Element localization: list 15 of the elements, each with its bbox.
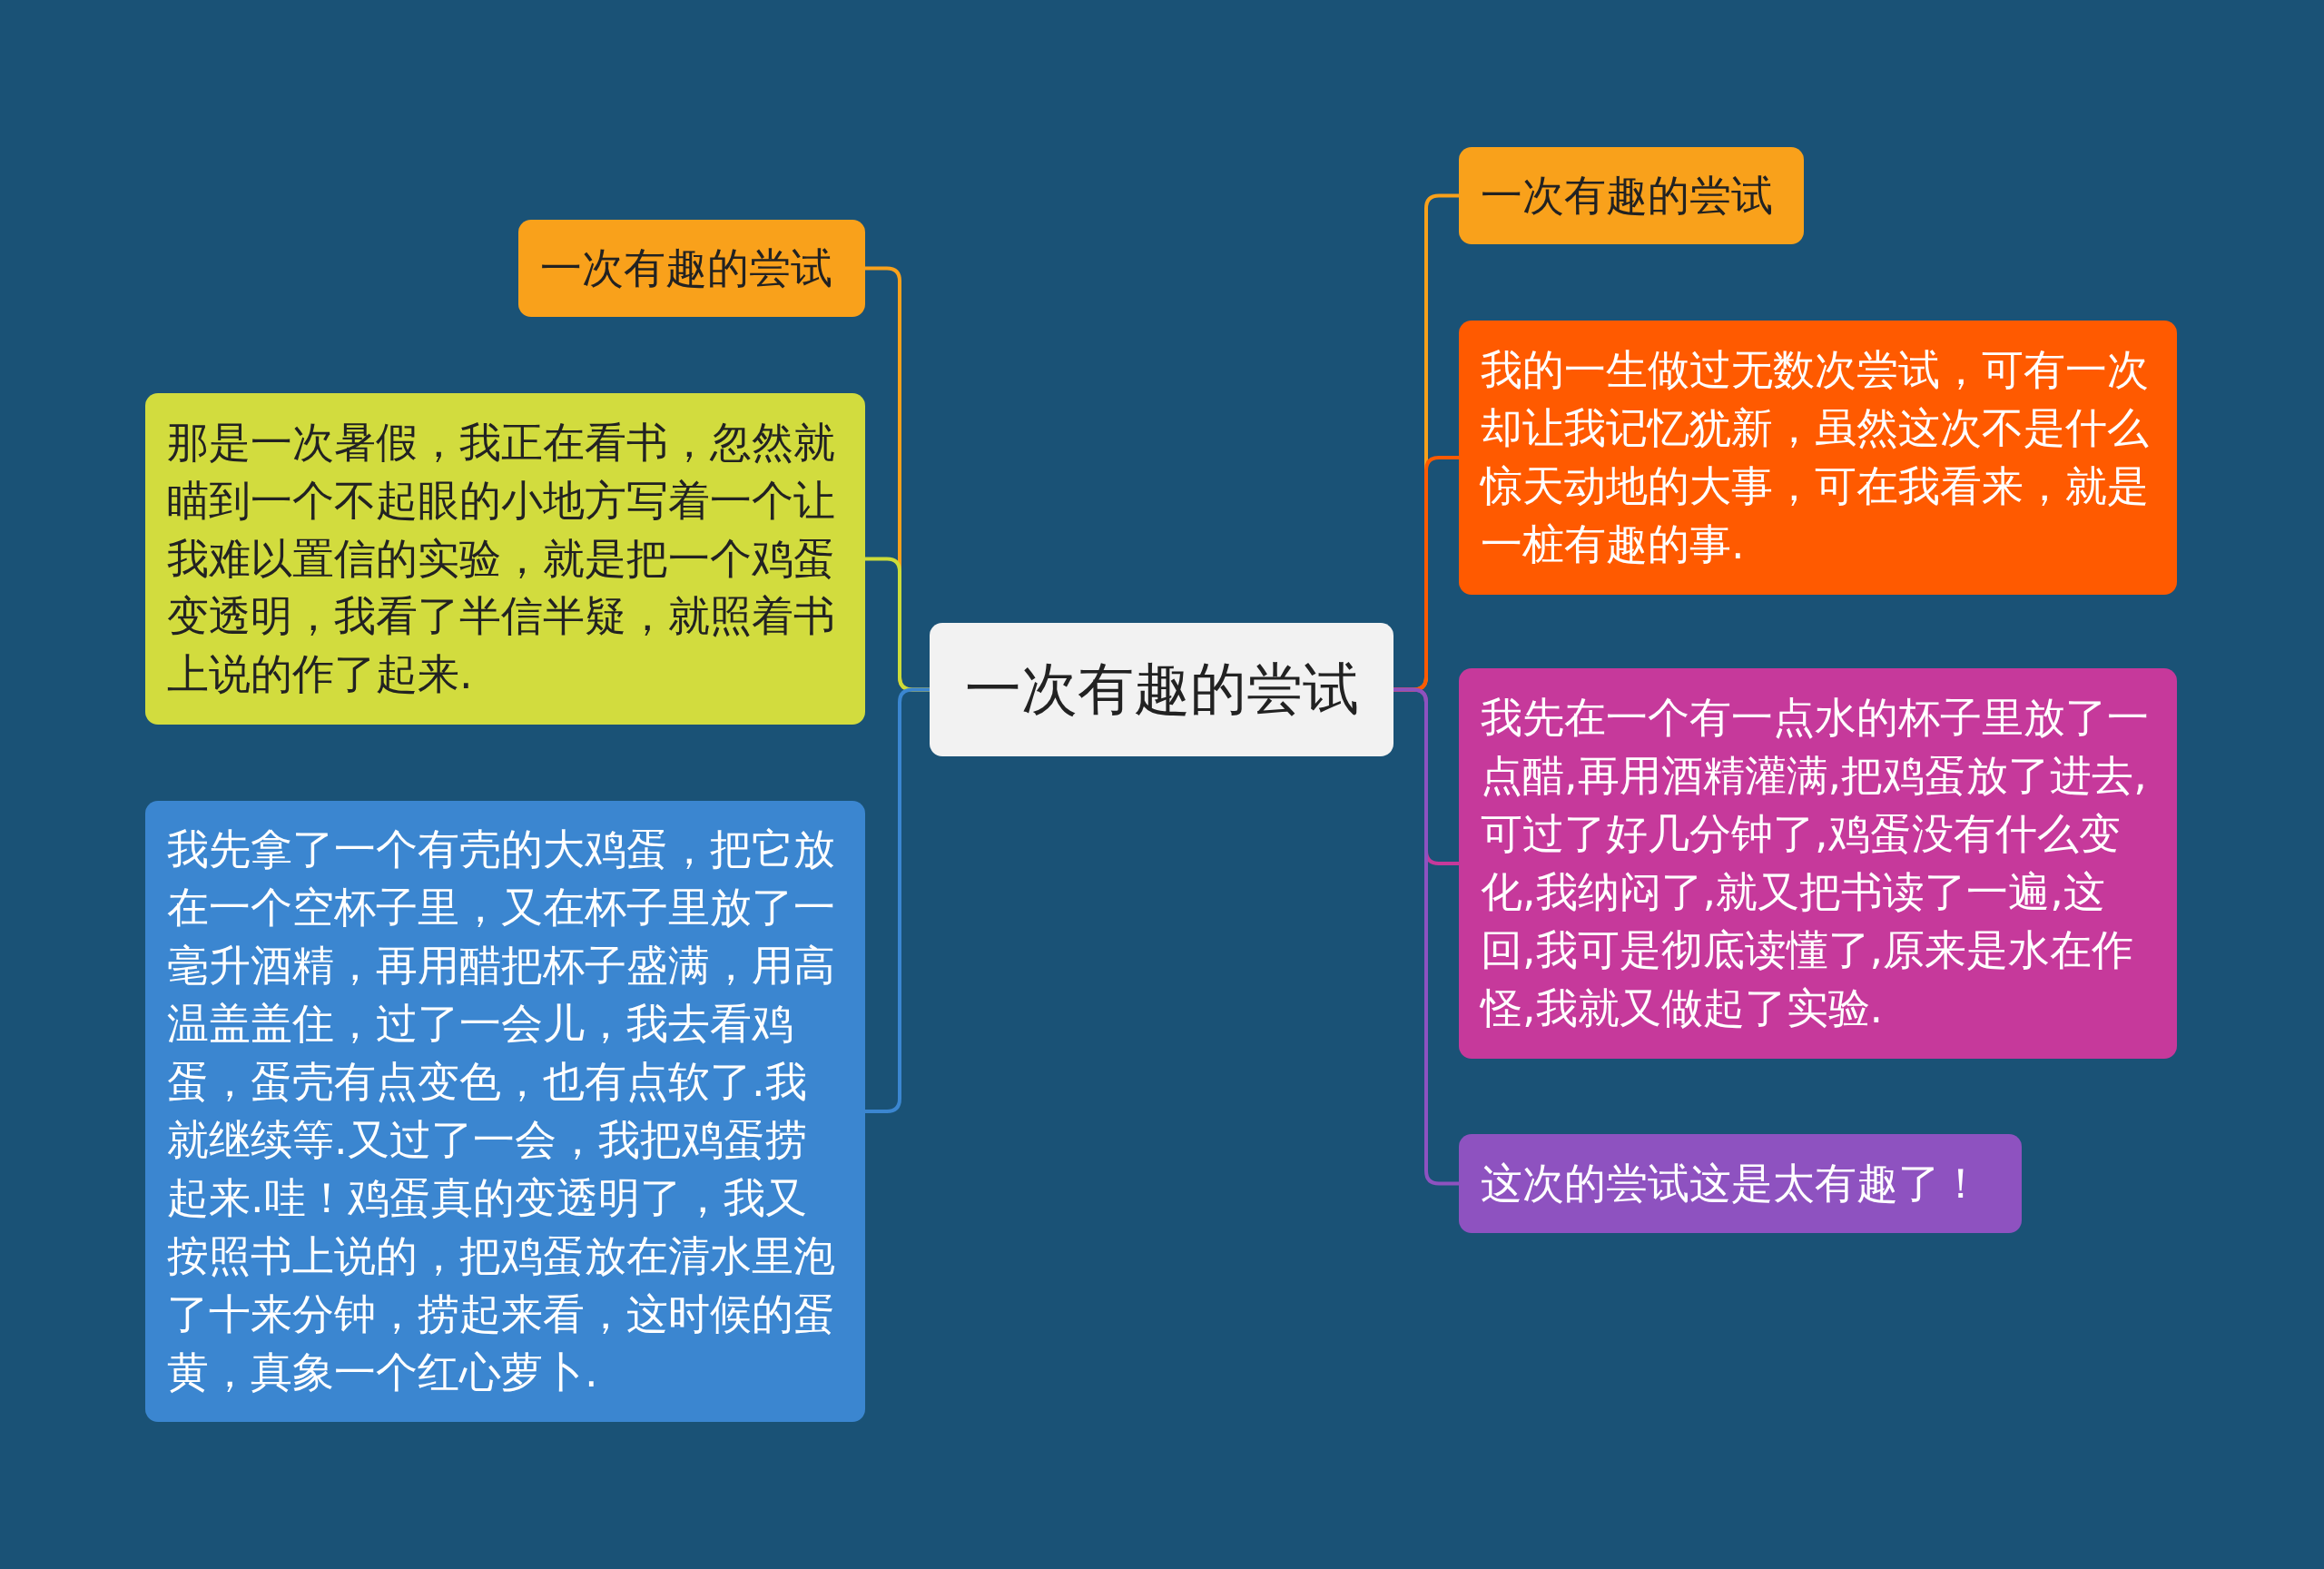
topic-box (518, 220, 865, 317)
topic-text: 我先拿了一个有壳的大鸡蛋，把它放在一个空杯子里，又在杯子里放了一毫升酒精，再用醋把杯子盛满，用高温盖盖住，过了一会儿，我去看鸡蛋，蛋壳有点变色，也有点软了.我就继续等.又过了一会，我把鸡蛋捞起来.哇！鸡蛋真的变透明了，我又按照书上说的，把鸡蛋放在清水里泡了十来分钟，捞起来看，这时候的蛋黄，真象一个红心萝卜. (167, 824, 836, 1398)
topic-text: 这次的尝试这是太有趣了！ (1481, 1157, 1982, 1209)
topic-text: 一次有趣的尝试 (1481, 169, 1773, 222)
topic-box (1459, 668, 2177, 1059)
topic-box (1459, 1134, 2022, 1233)
topic-text: 一次有趣的尝试 (964, 655, 1359, 725)
central-topic-box (930, 623, 1393, 756)
topic-text: 那是一次暑假，我正在看书，忽然就瞄到一个不起眼的小地方写着一个让我难以置信的实验，就是把一个鸡蛋变透明，我看了半信半疑，就照着书上说的作了起来. (167, 416, 836, 701)
topic-text: 一次有趣的尝试 (540, 242, 832, 294)
topic-text: 我先在一个有一点水的杯子里放了一点醋,再用酒精灌满,把鸡蛋放了进去,可过了好几分钟了,鸡蛋没有什么变化,我纳闷了,就又把书读了一遍,这回,我可是彻底读懂了,原来是水在作怪,我就又做起了实验. (1481, 692, 2150, 1034)
topic-box (145, 393, 865, 725)
topic-box (1459, 147, 1804, 244)
topic-text: 我的一生做过无数次尝试，可有一次却让我记忆犹新，虽然这次不是什么惊天动地的大事，可在我看来，就是一桩有趣的事. (1481, 344, 2150, 570)
topic-box (1459, 321, 2177, 595)
